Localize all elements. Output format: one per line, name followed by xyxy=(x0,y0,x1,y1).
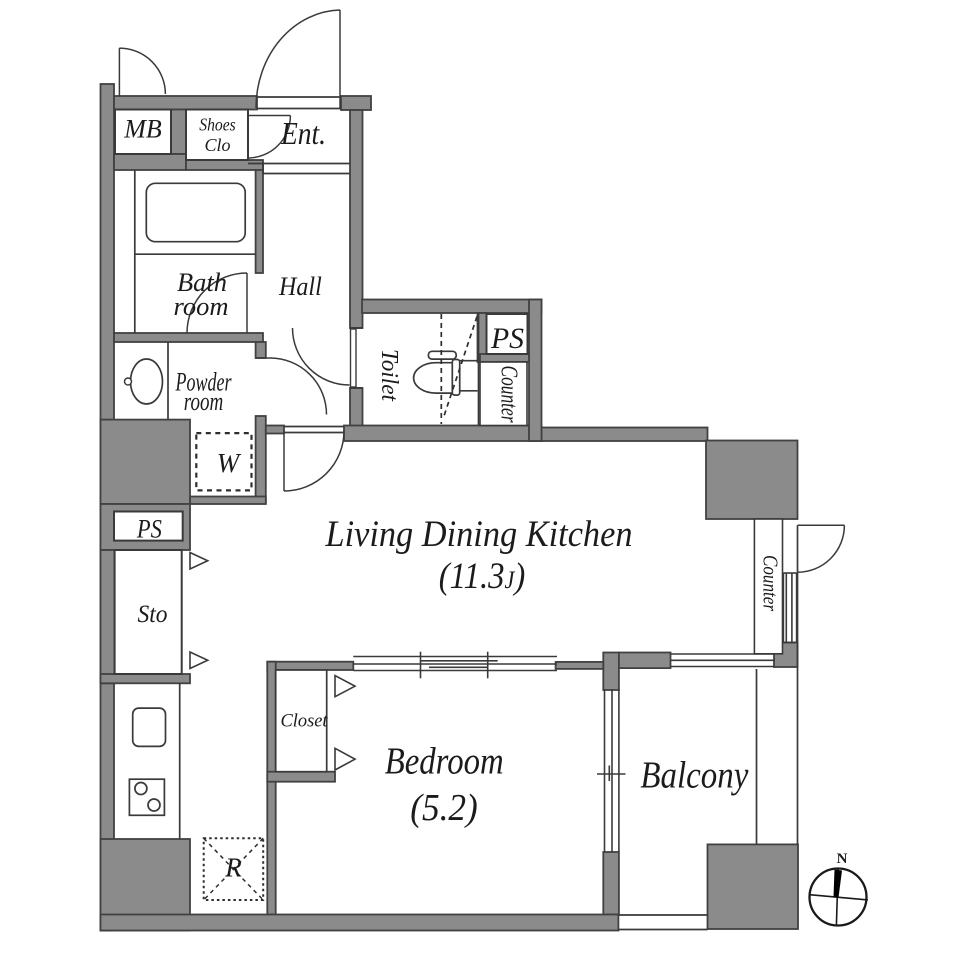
svg-text:Powder: Powder xyxy=(175,366,232,396)
svg-text:Sto: Sto xyxy=(138,601,168,628)
svg-text:Bedroom: Bedroom xyxy=(385,741,504,783)
svg-text:PS: PS xyxy=(490,322,524,355)
svg-text:Closet: Closet xyxy=(281,711,329,732)
svg-text:Shoes: Shoes xyxy=(199,115,236,135)
svg-text:PS: PS xyxy=(136,515,162,544)
svg-text:MB: MB xyxy=(123,114,162,143)
svg-text:R: R xyxy=(224,853,242,883)
svg-text:Living Dining Kitchen: Living Dining Kitchen xyxy=(325,514,633,555)
svg-text:Clo: Clo xyxy=(204,135,230,155)
svg-text:(5.2): (5.2) xyxy=(410,787,478,829)
svg-text:room: room xyxy=(184,386,224,416)
svg-text:Hall: Hall xyxy=(278,272,322,301)
svg-text:Bath: Bath xyxy=(177,267,227,297)
svg-text:room: room xyxy=(174,291,229,321)
svg-text:Ent.: Ent. xyxy=(280,115,326,151)
svg-text:Counter: Counter xyxy=(759,555,783,612)
svg-text:Balcony: Balcony xyxy=(640,754,748,796)
svg-text:Counter: Counter xyxy=(496,366,522,423)
svg-text:W: W xyxy=(217,448,242,478)
svg-text:(11.3J): (11.3J) xyxy=(439,556,526,597)
svg-text:Toilet: Toilet xyxy=(376,349,402,402)
svg-text:N: N xyxy=(837,851,848,867)
